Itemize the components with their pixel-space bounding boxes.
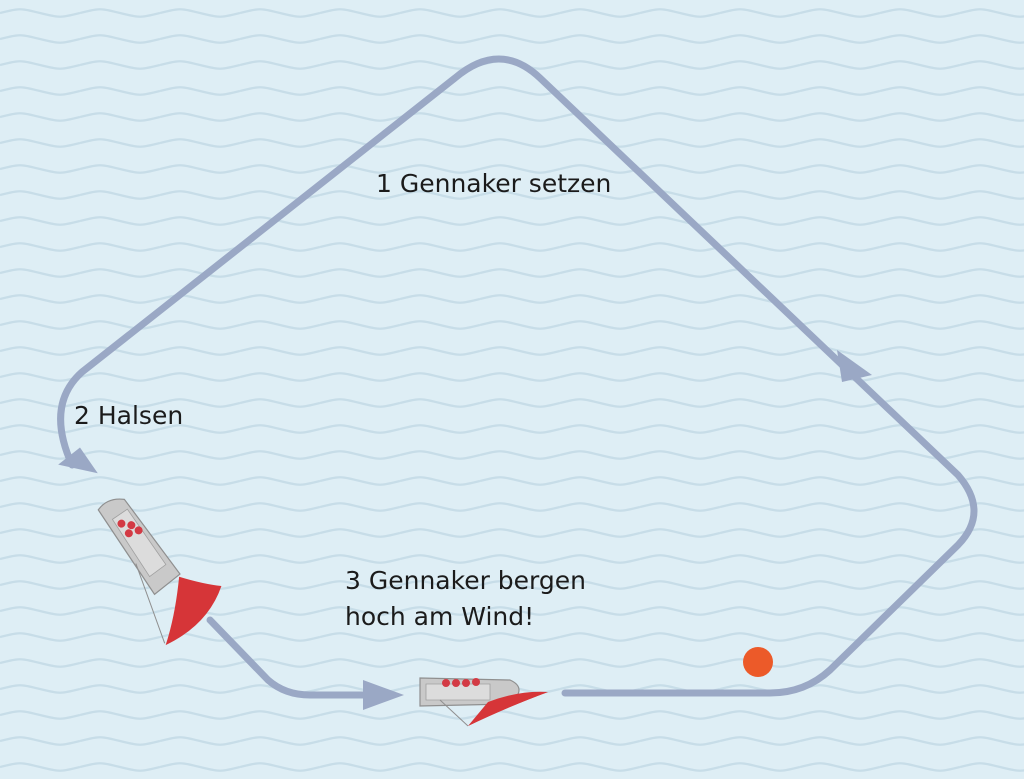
crew-dot	[124, 529, 133, 538]
crew-dot	[462, 679, 470, 687]
crew-dot	[134, 526, 143, 535]
sailboat-icon	[97, 498, 222, 646]
buoy-icon	[743, 647, 773, 677]
crew-dot	[117, 519, 126, 528]
crew-dot	[452, 679, 460, 687]
crew-dot	[127, 521, 136, 530]
step-2-label: 2 Halsen	[74, 401, 184, 430]
gennaker-sail	[165, 576, 222, 646]
course-arrow-right-icon	[363, 680, 404, 710]
gennaker-sail-fill	[468, 691, 548, 726]
step-1-label: 1 Gennaker setzen	[376, 169, 612, 198]
course-arrow-down-icon	[58, 447, 98, 474]
crew-dot	[472, 678, 480, 686]
course-path-upper	[57, 55, 978, 697]
step-3-line-2: hoch am Wind!	[345, 602, 535, 631]
sheet-line	[135, 563, 166, 644]
sailboat-icon	[419, 677, 548, 727]
boat-deck-detail	[111, 508, 167, 578]
step-3-line-1: 3 Gennaker bergen	[345, 566, 586, 595]
step-3-label: 3 Gennaker bergen hoch am Wind!	[345, 563, 586, 635]
course-path-lower	[206, 616, 379, 699]
course-arrow-up-icon	[837, 350, 872, 382]
crew-dot	[442, 679, 450, 687]
sheet-line	[439, 699, 469, 727]
